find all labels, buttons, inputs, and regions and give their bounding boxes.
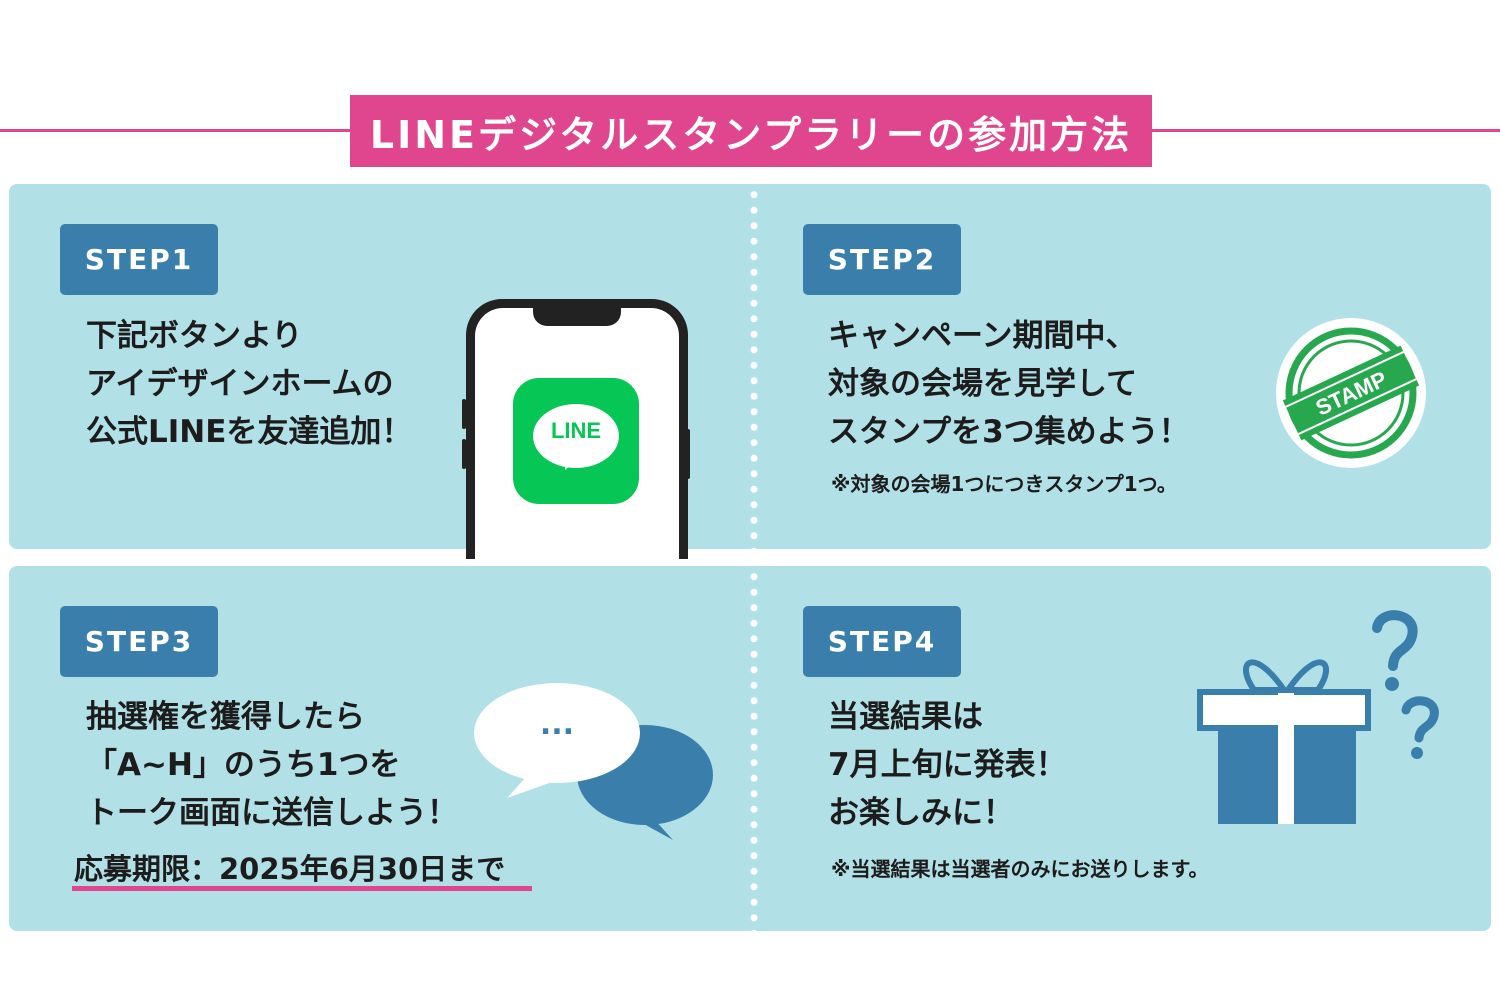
step3-line: トーク画面に送信しよう！ (86, 795, 458, 831)
phone-side-button (686, 429, 690, 479)
line-app-icon[interactable]: LINE (513, 378, 639, 504)
step3-line: 抽選権を獲得したら (86, 699, 365, 735)
gift-box-icon (1197, 610, 1439, 824)
step2-line: 対象の会場を見学して (828, 366, 1138, 402)
phone-side-button (462, 399, 466, 429)
line-bubble-icon (533, 404, 619, 468)
step2-badge: STEP2 (803, 224, 961, 295)
line-bubble-tail (565, 458, 579, 470)
step3-badge: STEP3 (60, 606, 218, 677)
step2-text: キャンペーン期間中、 対象の会場を見学して スタンプを3つ集めよう！ (828, 312, 1190, 456)
step3-text: 抽選権を獲得したら 「A~H」のうち1つを トーク画面に送信しよう！ (86, 693, 458, 837)
dotted-divider (750, 184, 758, 549)
step4-badge: STEP4 (803, 606, 961, 677)
deadline-underline (72, 886, 532, 891)
step4-line: お楽しみに！ (828, 795, 1014, 831)
phone-screen: LINE (475, 308, 679, 568)
step4-line: 7月上旬に発表！ (828, 747, 1067, 783)
phone-illustration: LINE (466, 299, 688, 568)
step4-text: 当選結果は 7月上旬に発表！ お楽しみに！ (828, 693, 1067, 837)
step2-line: スタンプを3つ集めよう！ (828, 414, 1190, 450)
phone-notch (533, 308, 621, 326)
step1-line: 公式LINEを友達追加！ (86, 414, 413, 450)
step2-note: ※対象の会場1つにつきスタンプ1つ。 (831, 472, 1177, 496)
step1-line: 下記ボタンより (86, 318, 303, 354)
deadline-text: 応募期限：2025年6月30日まで (74, 852, 506, 886)
step4-note: ※当選結果は当選者のみにお送りします。 (831, 857, 1209, 881)
typing-dots: ... (540, 707, 574, 742)
step2-line: キャンペーン期間中、 (828, 318, 1137, 354)
phone-side-button (462, 439, 466, 469)
panel-top: STEP1 下記ボタンより アイデザインホームの 公式LINEを友達追加！ LI… (9, 184, 1491, 568)
step1-text: 下記ボタンより アイデザインホームの 公式LINEを友達追加！ (86, 312, 412, 456)
dotted-divider (750, 566, 758, 931)
step4-line: 当選結果は (828, 699, 983, 735)
line-app-label: LINE (550, 418, 602, 443)
panel-bottom: STEP3 抽選権を獲得したら 「A~H」のうち1つを トーク画面に送信しよう！… (9, 566, 1491, 931)
chat-bubbles-icon: ... (474, 683, 713, 840)
step1-line: アイデザインホームの (86, 366, 394, 402)
step3-line: 「A~H」のうち1つを (86, 747, 401, 783)
step1-badge: STEP1 (60, 224, 218, 295)
stamp-icon: STAMP (1276, 318, 1426, 468)
page-title: LINEデジタルスタンプラリーの参加方法 (350, 95, 1152, 167)
